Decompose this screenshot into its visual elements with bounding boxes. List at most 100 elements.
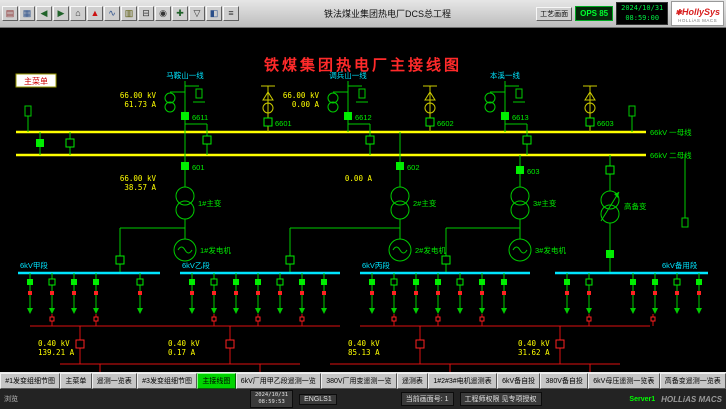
feeder-breaker[interactable]: [189, 279, 195, 285]
unit3-aux-breaker[interactable]: [441, 255, 451, 265]
unit1-aux-breaker[interactable]: [115, 255, 125, 265]
feeder-breaker[interactable]: [321, 279, 327, 285]
feeder-breaker[interactable]: [136, 278, 144, 286]
lv-breaker[interactable]: [415, 339, 425, 349]
feeder-breaker[interactable]: [255, 279, 261, 285]
nav-button-1[interactable]: 主菜单: [60, 373, 92, 389]
breaker-6612[interactable]: [344, 112, 352, 120]
lv-breaker[interactable]: [75, 339, 85, 349]
pt-feeder-6601: 6601: [261, 85, 292, 132]
status-bar: 浏览 2024/10/31 08:59:53 ENGLS1 当前画面号: 1 工…: [0, 389, 726, 409]
svg-text:6611: 6611: [192, 113, 208, 122]
split-icon[interactable]: ◧: [206, 6, 222, 21]
add-icon[interactable]: ✚: [172, 6, 188, 21]
print-icon[interactable]: ⊟: [138, 6, 154, 21]
back-icon[interactable]: ◀: [36, 6, 52, 21]
nav-button-0[interactable]: #1发变组细节图: [0, 373, 61, 389]
feeder-breaker[interactable]: [210, 278, 218, 286]
standby-lv-breaker[interactable]: [606, 250, 614, 258]
unit-2: 602 0.00 A 2#主变 2#发电机: [285, 132, 446, 273]
feeder-breaker[interactable]: [233, 279, 239, 285]
disconnector-6602[interactable]: [425, 117, 435, 127]
breaker-6613[interactable]: [501, 112, 509, 120]
generator-2-label: 2#发电机: [415, 245, 446, 255]
alarm-icon[interactable]: ▲: [87, 6, 103, 21]
report-icon[interactable]: ▥: [121, 6, 137, 21]
feeder-breaker[interactable]: [673, 278, 681, 286]
breaker-602[interactable]: [396, 162, 404, 170]
disconnector-6612-2[interactable]: [365, 135, 375, 145]
nav-button-7[interactable]: 遥测表: [396, 373, 429, 389]
overview-icon[interactable]: ▦: [19, 6, 35, 21]
svg-text:66.00 kV: 66.00 kV: [120, 174, 157, 183]
bus-tie: [36, 132, 75, 155]
nav-button-2[interactable]: 遥测一览表: [91, 373, 137, 389]
trend-icon[interactable]: ∿: [104, 6, 120, 21]
disconnector-6603[interactable]: [585, 117, 595, 127]
lv-breaker[interactable]: [555, 339, 565, 349]
nav-button-5[interactable]: 6kV厂用甲乙段遥测一览: [235, 373, 321, 389]
nav-button-11[interactable]: 6kV母压遥测一览表: [588, 373, 660, 389]
status-datetime: 2024/10/31 08:59:53: [250, 390, 294, 408]
svg-text:0.40 kV: 0.40 kV: [168, 339, 200, 348]
forward-icon[interactable]: ▶: [53, 6, 69, 21]
nav-button-4[interactable]: 主接线图: [197, 373, 236, 389]
feeder-breaker[interactable]: [585, 278, 593, 286]
bus-tie-disconnector[interactable]: [65, 138, 75, 148]
svg-text:601: 601: [192, 163, 205, 172]
search-icon[interactable]: ◉: [155, 6, 171, 21]
feeder-breaker[interactable]: [630, 279, 636, 285]
feeder-breaker[interactable]: [390, 278, 398, 286]
status-mode: 浏览: [4, 396, 18, 403]
feeder-breaker[interactable]: [652, 279, 658, 285]
diagram-menu-box[interactable]: 主菜单: [15, 73, 57, 88]
view-mode-button[interactable]: 工艺画面: [536, 6, 573, 21]
svg-text:0.00 A: 0.00 A: [292, 100, 320, 109]
feeder-breaker[interactable]: [299, 279, 305, 285]
bus-6kv-b-label: 6kV乙段: [182, 260, 210, 270]
feeder-breaker[interactable]: [501, 279, 507, 285]
lv-breaker[interactable]: [225, 339, 235, 349]
svg-text:0.40 kV: 0.40 kV: [348, 339, 380, 348]
feeder-breaker[interactable]: [93, 279, 99, 285]
feeder-breaker[interactable]: [435, 279, 441, 285]
breaker-6611[interactable]: [181, 112, 189, 120]
feeder-breaker[interactable]: [27, 279, 33, 285]
breaker-603[interactable]: [516, 166, 524, 174]
nav-button-12[interactable]: 高备变遥测一览表: [659, 373, 726, 389]
feeder-breaker[interactable]: [276, 278, 284, 286]
incoming-line-2: 调兵山一线 6612 66.00 kV 0.00 A: [283, 70, 375, 155]
svg-text:0.40 kV: 0.40 kV: [518, 339, 550, 348]
feeder-breaker[interactable]: [564, 279, 570, 285]
status-date: 2024/10/31: [255, 392, 289, 399]
arrester-left: [24, 105, 32, 132]
breaker-601[interactable]: [181, 162, 189, 170]
feeder-breaker[interactable]: [696, 279, 702, 285]
system-menu-icon[interactable]: ▤: [2, 6, 18, 21]
feeder-breaker[interactable]: [413, 279, 419, 285]
list-icon[interactable]: ≡: [223, 6, 239, 21]
home-icon[interactable]: ⌂: [70, 6, 86, 21]
bus-tie-breaker[interactable]: [36, 139, 44, 147]
nav-button-10[interactable]: 380V备自投: [540, 373, 589, 389]
feeder-breaker[interactable]: [369, 279, 375, 285]
feeder-breaker[interactable]: [48, 278, 56, 286]
nav-button-8[interactable]: 1#2#3#电机遥测表: [428, 373, 497, 389]
nav-button-9[interactable]: 6kV备自投: [496, 373, 541, 389]
unit2-aux-breaker[interactable]: [285, 255, 295, 265]
nav-button-6[interactable]: 380V厂用变遥测一览: [321, 373, 397, 389]
disconnector-6601[interactable]: [263, 117, 273, 127]
single-line-diagram: 铁煤集团热电厂主接线图 主菜单 66kV 一母线 66kV 二母线 马鞍山一线: [15, 56, 708, 372]
disconnector-6611-2[interactable]: [202, 135, 212, 145]
disconnector-6613-2[interactable]: [522, 135, 532, 145]
feeder-breaker[interactable]: [456, 278, 464, 286]
svg-text:0.40 kV: 0.40 kV: [38, 339, 70, 348]
nav-button-3[interactable]: #3发变组细节图: [136, 373, 198, 389]
hollysys-logo-icon: ✱: [675, 8, 682, 18]
feeder-breaker[interactable]: [479, 279, 485, 285]
feeder-breaker[interactable]: [71, 279, 77, 285]
svg-text:66.00 kV: 66.00 kV: [120, 91, 157, 100]
down-icon[interactable]: ▽: [189, 6, 205, 21]
standby-hv-disconnector[interactable]: [605, 165, 615, 175]
